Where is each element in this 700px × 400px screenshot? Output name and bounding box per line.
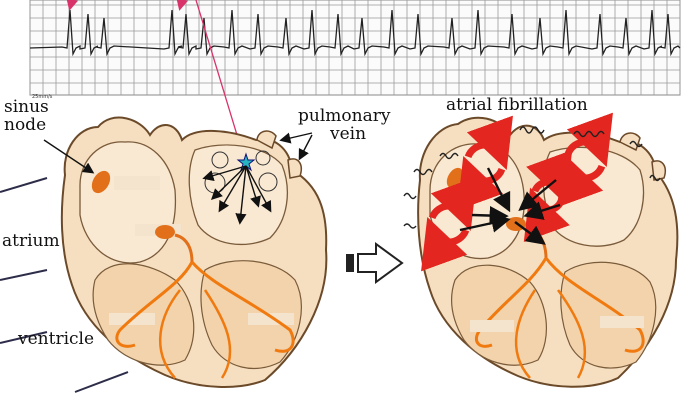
pulmonary-vein-label-line1: pulmonary [298, 106, 391, 126]
normal-heart [60, 116, 328, 388]
atrial-fibrillation-label: atrial fibrillation [446, 95, 588, 115]
fibrillation-squiggles [403, 126, 661, 229]
pulmonary-vein-label-line2: vein [330, 124, 367, 144]
hollow-right-arrow-icon [346, 242, 404, 284]
sinus-node-label-line1: sinus [4, 97, 49, 117]
sinus-node-dot [91, 170, 111, 194]
sinus-node-pointer [43, 139, 95, 174]
ecg-trace [29, 9, 681, 57]
ecg-arrow-mid [176, 0, 189, 11]
reentry-circuits [421, 112, 613, 272]
ecg-arrow-left [66, 0, 79, 11]
reentry-arc [421, 217, 470, 272]
afib-heart [403, 112, 679, 388]
reentry-arc [564, 112, 613, 167]
sinus-node-label: sinus node [4, 98, 49, 134]
reentry-arc [557, 153, 606, 208]
reentry-arc [457, 156, 506, 211]
pulmonary-pointer-1 [279, 132, 313, 144]
ecg-strip [29, 0, 681, 96]
ecg-arrow-to-heart [195, 0, 247, 161]
edge-lines [0, 177, 129, 393]
reentry-arc [464, 115, 513, 170]
reentry-arc [428, 176, 477, 231]
pulmonary-pointer-2 [298, 134, 313, 161]
ecg-scale-label: 25mm/s [32, 94, 53, 100]
ectopic-arrows [202, 165, 272, 225]
ventricle-label: ventricle [18, 329, 95, 349]
sinus-node-label-line2: node [4, 115, 47, 135]
atrium-label: atrium [2, 231, 60, 251]
afib-arrows [459, 167, 561, 245]
pulmonary-vein-label: pulmonary vein [298, 107, 390, 143]
